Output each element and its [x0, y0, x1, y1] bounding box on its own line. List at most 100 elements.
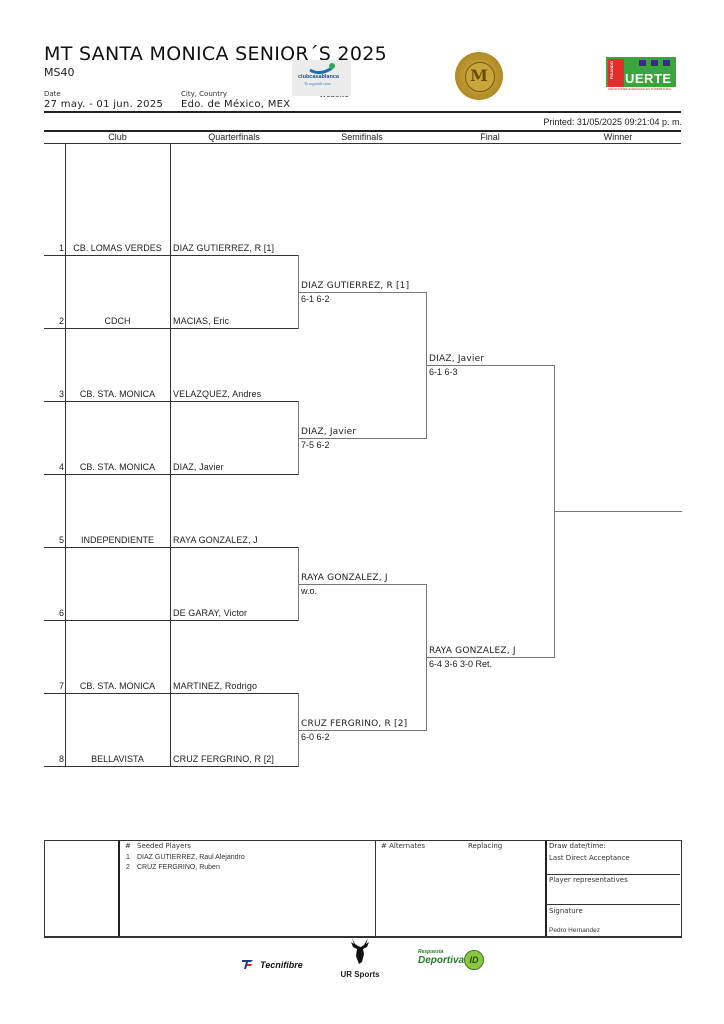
deer-head-icon	[351, 938, 369, 964]
final-score: 6-4 3-6 3-0 Ret.	[429, 659, 493, 669]
draw-position-number: 1	[58, 243, 64, 253]
date-value: 27 may. - 01 jun. 2025	[44, 99, 164, 110]
rd-ball-icon: ID	[464, 950, 484, 970]
club-logo-tagline: Tu segunda casa	[304, 81, 331, 86]
qf-player-line	[44, 766, 298, 767]
footer-divider-3	[545, 840, 547, 936]
draw-position-number: 6	[58, 608, 64, 618]
sf-player-name[interactable]: DIAZ GUTIERREZ, R [1]	[301, 281, 410, 291]
sf-player-name[interactable]: DIAZ, Javier	[301, 427, 357, 437]
date-label: Date	[44, 90, 61, 98]
tournament-title: MT SANTA MONICA SENIOR´S 2025	[44, 43, 387, 65]
sf-player-name[interactable]: CRUZ FERGRINO, R [2]	[301, 719, 408, 729]
draw-datetime-label: Draw date/time:	[549, 842, 606, 850]
respuesta-deportiva-logo: Respuesta Deportiva ID	[418, 950, 484, 970]
city-label: City, Country	[181, 90, 227, 98]
seeded-num-2: 2	[126, 864, 130, 871]
sponsor-logo-fuerte: PISANDO UERTE SOLUCIONES ACERADAS EN SUP…	[606, 57, 676, 91]
sf-score: w.o.	[301, 586, 318, 596]
final-player-line	[426, 365, 554, 366]
seeded-player-2: CRUZ FERGRINO, Ruben	[137, 864, 220, 871]
printed-timestamp: Printed: 31/05/2025 09:21:04 p. m.	[543, 117, 682, 127]
draw-position-number: 7	[58, 681, 64, 691]
club-name: CDCH	[104, 316, 131, 326]
club-name: CB. STA. MONICA	[79, 389, 156, 399]
col-header-final: Final	[480, 132, 500, 142]
draw-position-number: 2	[58, 316, 64, 326]
city-value: Edo. de México, MEX	[181, 99, 291, 110]
masters-tennis-logo: M	[455, 52, 503, 100]
draw-position-number: 3	[58, 389, 64, 399]
qf-player-line	[44, 401, 298, 402]
tecnifibre-logo: Tecnifibre	[241, 953, 303, 972]
col-header-winner: Winner	[603, 132, 633, 142]
signature-label: Signature	[549, 907, 583, 915]
qf-player-line	[44, 474, 298, 475]
signer-name: Pedro Hernandez	[549, 927, 600, 934]
sf-player-name[interactable]: RAYA GONZALEZ, J	[301, 573, 388, 583]
draw-position-number: 8	[58, 754, 64, 764]
draw-position-number: 5	[58, 535, 64, 545]
sponsor-logo-word: UERTE	[625, 71, 672, 86]
masters-mark: M	[470, 66, 488, 85]
col-header-club: Club	[108, 132, 127, 142]
sf-score: 6-0 6-2	[301, 732, 330, 742]
sf-player-line	[298, 730, 426, 731]
seeded-player-1: DIAZ GUTIERREZ, Raul Alejandro	[137, 854, 245, 861]
club-column-left-rule	[65, 143, 66, 767]
qf-player-line	[44, 255, 298, 256]
tecnifibre-text: Tecnifibre	[260, 960, 303, 970]
club-name: BELLAVISTA	[91, 754, 144, 764]
final-player-line	[426, 657, 554, 658]
qf-player-name[interactable]: DE GARAY, Victor	[173, 608, 248, 618]
final-player-name[interactable]: RAYA GONZALEZ, J	[429, 646, 516, 656]
col-header-semifinals: Semifinals	[341, 132, 383, 142]
draw-position-number: 4	[58, 462, 64, 472]
club-column-right-rule	[170, 143, 171, 767]
tecnifibre-icon	[242, 959, 253, 969]
ursports-text: UR Sports	[340, 970, 380, 979]
footer-rule-a	[546, 874, 680, 875]
qf-player-name[interactable]: DIAZ GUTIERREZ, R [1]	[173, 243, 275, 253]
final-player-name[interactable]: DIAZ, Javier	[429, 354, 485, 364]
footer-divider-1	[118, 840, 120, 936]
footer-rule-b	[546, 904, 680, 905]
player-representatives-label: Player representatives	[549, 876, 628, 884]
header-divider	[44, 111, 681, 113]
qf-player-name[interactable]: DIAZ, Javier	[173, 462, 224, 472]
last-direct-acceptance-label: Last Direct Acceptance	[549, 854, 630, 862]
sf-player-line	[298, 292, 426, 293]
alternates-title: # Alternates	[381, 842, 426, 850]
qf-player-line	[44, 328, 298, 329]
qf-player-name[interactable]: RAYA GONZALEZ, J	[173, 535, 258, 545]
club-swoosh-icon	[309, 63, 335, 75]
qf-player-name[interactable]: CRUZ FERGRINO, R [2]	[173, 754, 275, 764]
event-code: MS40	[44, 66, 75, 79]
sf-player-line	[298, 438, 426, 439]
col-header-quarterfinals: Quarterfinals	[208, 132, 260, 142]
seeded-hash: #	[125, 842, 131, 850]
columns-top-rule	[44, 130, 681, 132]
qf-player-line	[44, 547, 298, 548]
qf-player-line	[44, 693, 298, 694]
qf-player-name[interactable]: VELAZQUEZ, Andres	[173, 389, 262, 399]
club-logo-name: clubcasablanca	[298, 74, 339, 80]
replacing-title: Replacing	[468, 842, 503, 850]
footer-panel	[44, 840, 682, 938]
columns-bottom-rule	[44, 143, 681, 144]
qf-player-name[interactable]: MARTINEZ, Rodrigo	[173, 681, 258, 691]
final-score: 6-1 6-3	[429, 367, 458, 377]
footer-divider-2	[375, 840, 376, 936]
sf-player-line	[298, 584, 426, 585]
seeded-players-title: Seeded Players	[137, 842, 191, 850]
seeded-num-1: 1	[126, 854, 130, 861]
club-name: INDEPENDIENTE	[80, 535, 154, 545]
club-logo: clubcasablanca Tu segunda casa	[292, 60, 351, 96]
winner-line	[554, 511, 682, 512]
qf-player-line	[44, 620, 298, 621]
club-name: CB. LOMAS VERDES	[73, 243, 162, 253]
sf-score: 6-1 6-2	[301, 294, 330, 304]
qf-player-name[interactable]: MACIAS, Eric	[173, 316, 230, 326]
sf-score: 7-5 6-2	[301, 440, 330, 450]
club-name: CB. STA. MONICA	[79, 462, 156, 472]
